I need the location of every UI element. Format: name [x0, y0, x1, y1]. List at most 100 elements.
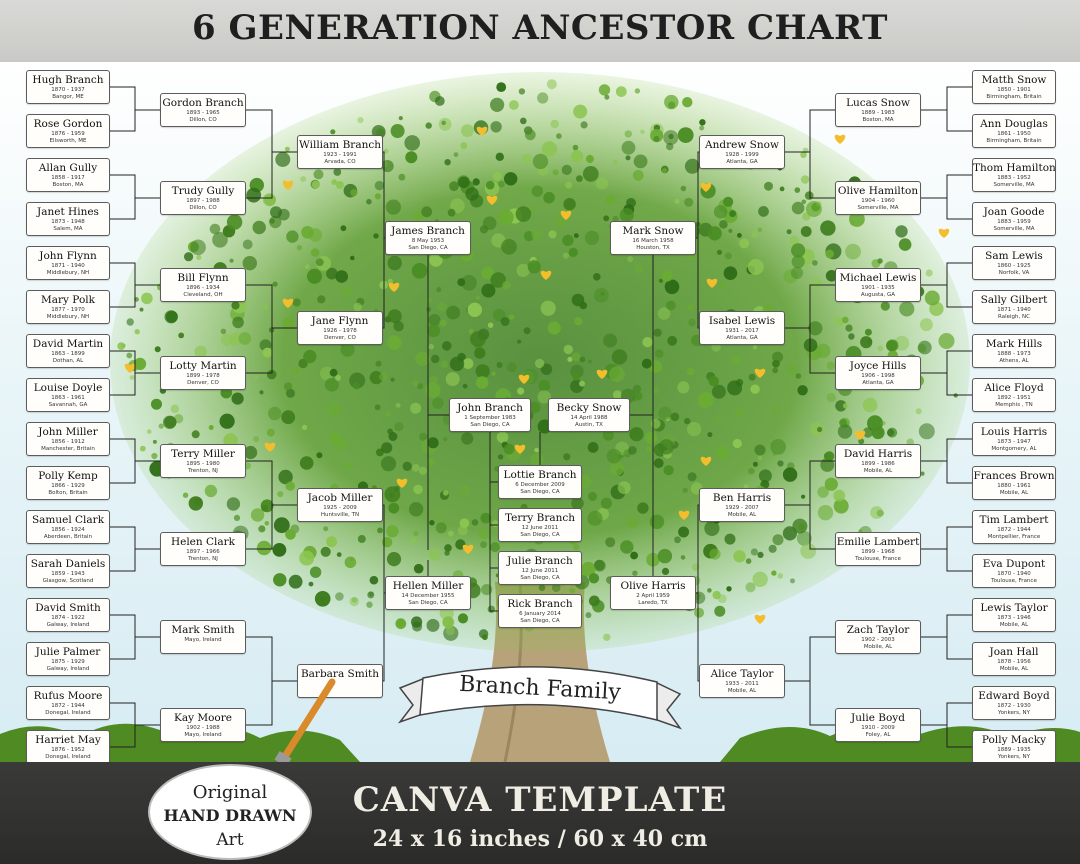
person-dates: 1896 - 1934	[186, 285, 220, 291]
person-dates: 1871 - 1940	[51, 263, 85, 269]
person-name: Michael Lewis	[839, 272, 917, 284]
person-dates: 2 April 1959	[636, 593, 670, 599]
person-name: Gordon Branch	[162, 97, 244, 109]
person-place: Mobile, AL	[727, 512, 757, 518]
person-name: Olive Harris	[620, 580, 686, 592]
person-dates: 1892 - 1951	[997, 395, 1031, 401]
person-name: John Miller	[38, 426, 98, 438]
person-name: Tim Lambert	[979, 514, 1049, 526]
person-place: Dillon, CO	[189, 117, 217, 123]
person-place: Athens, AL	[999, 358, 1029, 364]
person-name: James Branch	[391, 225, 465, 237]
connector-james	[383, 151, 385, 329]
connector-davidh	[921, 438, 972, 484]
person-name: Matth Snow	[981, 74, 1047, 86]
person-dates: 1902 - 1988	[186, 725, 220, 731]
person-name: Mark Hills	[985, 338, 1043, 350]
person-dates: 14 December 1955	[401, 593, 455, 599]
person-place: San Diego, CA	[520, 575, 560, 581]
person-place: Laredo, TX	[638, 600, 668, 606]
person-name: David Smith	[35, 602, 101, 614]
person-dates: 1897 - 1966	[186, 549, 220, 555]
person-place: Salem, MA	[53, 226, 83, 232]
person-name: Eva Dupont	[982, 558, 1046, 570]
person-dates: 1893 - 1965	[186, 110, 220, 116]
person-place: Montgomery, AL	[991, 446, 1037, 452]
person-place: Mobile, AL	[999, 622, 1029, 628]
person-name: Jacob Miller	[307, 492, 373, 504]
person-name: Kay Moore	[173, 712, 232, 724]
person-place: Middlebury, NH	[46, 314, 90, 320]
person-box-barbara: Barbara Smith	[297, 664, 383, 698]
connector-bill	[110, 262, 160, 308]
person-dates: 1870 - 1937	[51, 87, 85, 93]
person-name: Louis Harris	[980, 426, 1048, 438]
person-dates: 1897 - 1988	[186, 198, 220, 204]
header-band	[0, 0, 1080, 62]
person-name: Allan Gully	[38, 162, 98, 174]
person-dates: 1902 - 2003	[861, 637, 895, 643]
person-name: Lewis Taylor	[980, 602, 1048, 614]
person-dates: 1863 - 1899	[51, 351, 85, 357]
badge-line-2: HAND DRAWN	[163, 806, 297, 825]
person-place: San Diego, CA	[520, 532, 560, 538]
person-name: Julie Palmer	[35, 646, 101, 658]
person-dates: 1874 - 1922	[51, 615, 85, 621]
connector-lotty	[110, 350, 160, 396]
person-place: Bolton, Britain	[48, 490, 88, 496]
person-place: Dothan, AL	[52, 358, 84, 364]
person-dates: 1873 - 1946	[997, 615, 1031, 621]
person-name: Frances Brown	[973, 470, 1055, 482]
badge-line-1: Original	[192, 782, 268, 803]
person-name: David Martin	[32, 338, 104, 350]
person-name: Sarah Daniels	[30, 558, 106, 570]
person-place: Mobile, AL	[999, 666, 1029, 672]
connector-jane	[246, 284, 297, 374]
connector-william	[246, 109, 297, 199]
person-name: Ann Douglas	[980, 118, 1048, 130]
person-name: Zach Taylor	[846, 624, 910, 636]
connector-jacob	[246, 460, 297, 550]
person-place: Manchester, Britain	[41, 446, 95, 452]
connector-marks	[696, 151, 699, 329]
person-name: Samuel Clark	[31, 514, 105, 526]
person-place: Foley, AL	[865, 732, 891, 738]
person-dates: 1931 - 2017	[725, 328, 759, 334]
person-dates: 1925 - 2009	[323, 505, 357, 511]
connector-trudy	[110, 174, 160, 220]
person-dates: 6 January 2014	[519, 611, 561, 617]
connector-olive	[696, 504, 699, 682]
person-dates: 1895 - 1980	[186, 461, 220, 467]
connector-isabel	[785, 284, 835, 374]
person-dates: 1899 - 1978	[186, 373, 220, 379]
person-place: Ellsworth, ME	[49, 138, 87, 144]
connector-ben	[785, 460, 835, 550]
person-place: Mobile, AL	[999, 490, 1029, 496]
person-dates: 16 March 1958	[632, 238, 674, 244]
connector-kids-left	[489, 432, 498, 612]
person-dates: 1876 - 1959	[51, 131, 85, 137]
person-name: John Branch	[457, 402, 523, 414]
person-name: Mary Polk	[41, 294, 95, 306]
person-name: Mark Snow	[622, 225, 684, 237]
person-place: Mobile, AL	[727, 688, 757, 694]
